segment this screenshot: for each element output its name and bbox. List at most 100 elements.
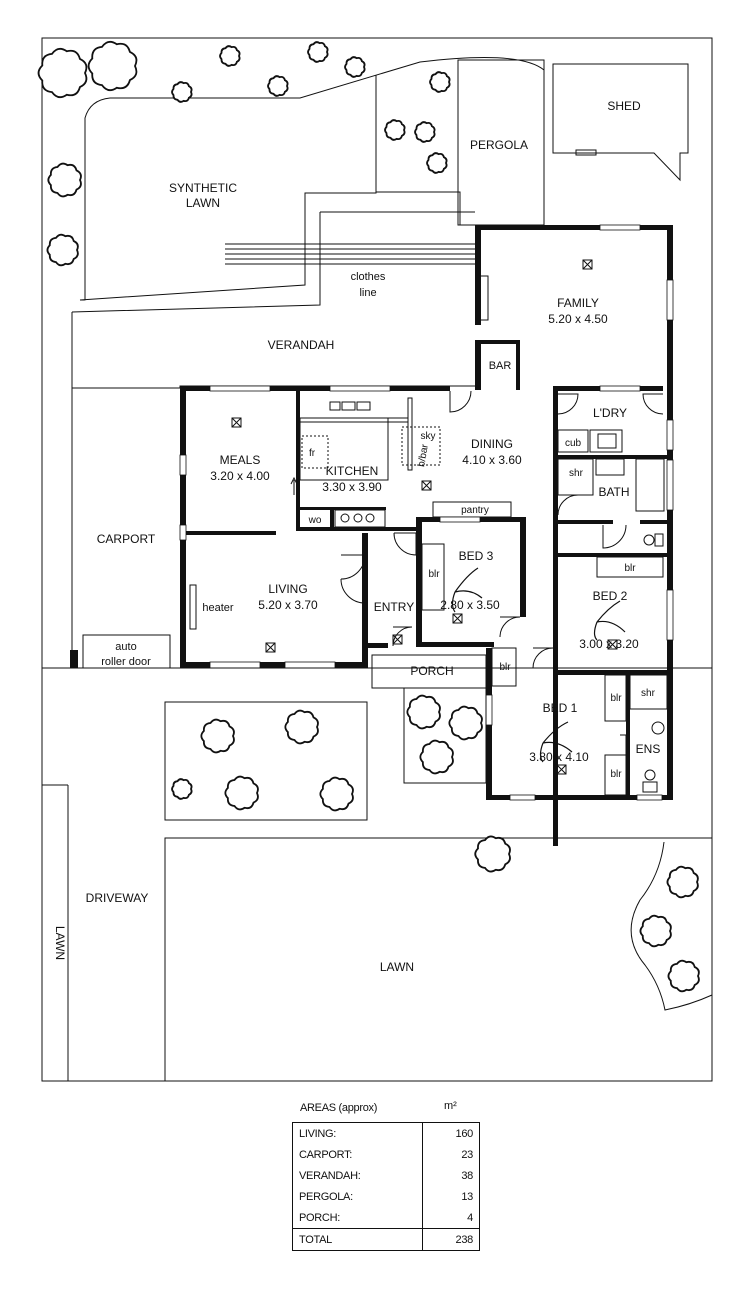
auto-label-1: auto xyxy=(115,641,136,653)
shed xyxy=(552,63,689,182)
bed3-dim: 2.80 x 3.50 xyxy=(440,598,500,612)
tree-icon xyxy=(429,71,451,93)
sky-label: sky xyxy=(421,431,436,442)
kitchen-fittings xyxy=(189,397,441,630)
ens-label: ENS xyxy=(636,742,661,756)
bed3-robe-label: blr xyxy=(428,569,440,580)
clothes-line-label-2: line xyxy=(359,287,376,299)
site-boundary xyxy=(41,37,713,1082)
tree-icon xyxy=(319,776,354,812)
bed1-name: BED 1 xyxy=(543,701,578,715)
bar-label: BAR xyxy=(489,360,512,372)
laundry-label: L'DRY xyxy=(593,406,627,420)
area-label: PERGOLA: xyxy=(299,1190,353,1203)
area-value: 23 xyxy=(422,1144,480,1165)
bath-shr-label: shr xyxy=(569,468,584,479)
tree-icon xyxy=(666,865,699,899)
meals-dim: 3.20 x 4.00 xyxy=(210,469,270,483)
tree-icon xyxy=(284,709,319,745)
bed2-name: BED 2 xyxy=(593,589,628,603)
areas-title: AREAS (approx) xyxy=(300,1102,378,1114)
tree-icon xyxy=(414,121,436,143)
tree-icon xyxy=(667,959,700,993)
tree-icon xyxy=(474,835,511,873)
tree-icon xyxy=(47,162,82,198)
tree-icon xyxy=(200,718,235,754)
area-row: VERANDAH: 38 xyxy=(293,1165,480,1186)
tree-icon xyxy=(171,81,193,103)
synthetic-lawn-label-1: SYNTHETIC xyxy=(169,181,237,195)
tree-icon xyxy=(267,75,289,97)
tree-icon xyxy=(406,694,441,730)
lawn-outline xyxy=(164,837,712,1081)
area-value: 13 xyxy=(422,1186,480,1207)
bed1-robe-label-1: blr xyxy=(610,693,622,704)
main-lawn-label: LAWN xyxy=(380,960,414,974)
tree-icon xyxy=(426,152,448,174)
area-label: VERANDAH: xyxy=(299,1169,361,1182)
area-row: LIVING: 160 xyxy=(293,1122,480,1144)
living-name: LIVING xyxy=(268,582,307,596)
family-name: FAMILY xyxy=(557,296,599,310)
side-lawn-label: LAWN xyxy=(53,926,67,960)
area-total-label: TOTAL xyxy=(292,1228,423,1251)
ceiling-fans xyxy=(451,567,626,763)
area-label: CARPORT: xyxy=(299,1148,353,1161)
clothes-line-label-1: clothes xyxy=(351,271,386,283)
area-label: PORCH: xyxy=(299,1211,340,1224)
tree-icon xyxy=(448,705,483,741)
living-dim: 5.20 x 3.70 xyxy=(258,598,318,612)
dining-name: DINING xyxy=(471,437,513,451)
bbar-label: b/bar xyxy=(416,443,431,468)
wo-label: wo xyxy=(308,515,322,526)
carport-label: CARPORT xyxy=(97,532,156,546)
bath-fittings xyxy=(557,429,668,793)
area-total-value: 238 xyxy=(422,1228,480,1251)
areas-unit: m² xyxy=(444,1100,457,1112)
cub-label: cub xyxy=(565,438,582,449)
synthetic-lawn-label-2: LAWN xyxy=(186,196,220,210)
house-walls xyxy=(180,225,673,846)
kitchen-dim: 3.30 x 3.90 xyxy=(322,480,382,494)
porch-robe-label: blr xyxy=(499,662,511,673)
tree-icon xyxy=(219,45,241,67)
tree-icon xyxy=(639,914,672,948)
shed-label: SHED xyxy=(607,99,641,113)
area-value: 4 xyxy=(422,1207,480,1229)
bed1-robe-label-2: blr xyxy=(610,769,622,780)
tree-icon xyxy=(344,56,366,78)
tree-icon xyxy=(419,739,454,775)
area-row: PERGOLA: 13 xyxy=(293,1186,480,1207)
tree-icon xyxy=(224,775,259,811)
bath-label: BATH xyxy=(598,485,629,499)
heater-label: heater xyxy=(202,602,234,614)
fridge-label: fr xyxy=(309,448,316,459)
kitchen-name: KITCHEN xyxy=(326,464,379,478)
area-value: 160 xyxy=(422,1122,480,1144)
verandah-label: VERANDAH xyxy=(268,338,335,352)
bed2-dim: 3.00 x 3.20 xyxy=(579,637,639,651)
trees xyxy=(37,40,700,993)
porch-label: PORCH xyxy=(410,664,453,678)
area-value: 38 xyxy=(422,1165,480,1186)
meals-name: MEALS xyxy=(220,453,261,467)
entry-label: ENTRY xyxy=(374,600,414,614)
area-row: CARPORT: 23 xyxy=(293,1144,480,1165)
tree-icon xyxy=(384,119,406,141)
tree-icon xyxy=(307,41,329,63)
area-label: LIVING: xyxy=(299,1127,337,1140)
tree-icon xyxy=(87,40,138,92)
clothes-line xyxy=(225,243,475,265)
family-dim: 5.20 x 4.50 xyxy=(548,312,608,326)
bed1-dim: 3.80 x 4.10 xyxy=(529,750,589,764)
ens-shr-label: shr xyxy=(641,688,656,699)
auto-label-2: roller door xyxy=(101,656,151,668)
pantry-label: pantry xyxy=(461,505,489,516)
tree-icon xyxy=(46,233,79,267)
pergola-label: PERGOLA xyxy=(470,138,528,152)
tree-icon xyxy=(171,778,193,800)
tree-icon xyxy=(37,47,88,99)
dining-dim: 4.10 x 3.60 xyxy=(462,453,522,467)
